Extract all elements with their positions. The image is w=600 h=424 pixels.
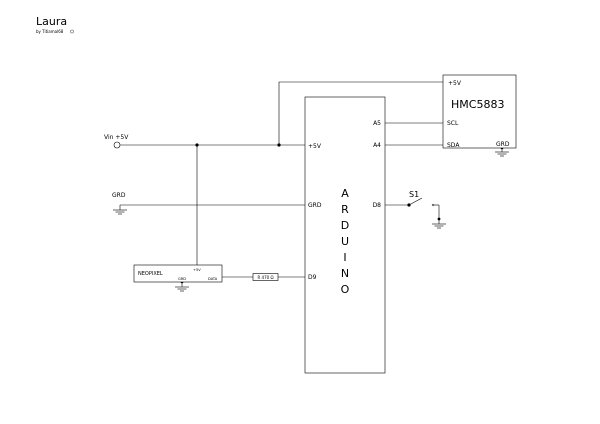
switch-label: S1 — [409, 190, 419, 199]
arduino-pin-d9: D9 — [308, 274, 317, 281]
arduino-pin-5v: +5V — [308, 143, 322, 150]
arduino-letter: A — [341, 187, 349, 200]
neopixel-pin-grd: GRD — [178, 277, 186, 281]
resistor-label: R 470 Ω — [257, 275, 273, 280]
arduino-name: A R D U I N O — [341, 187, 350, 296]
arduino-letter: D — [341, 219, 349, 232]
switch-icon — [408, 197, 435, 207]
neopixel-module — [133, 264, 223, 283]
arduino-pin-a4: A4 — [373, 142, 381, 149]
neopixel-name: NEOPIXEL — [138, 271, 163, 277]
junction-dot — [437, 217, 441, 221]
hmc-pin-sda: SDA — [447, 142, 460, 149]
arduino-letter: N — [341, 267, 349, 280]
vin-label: Vin +5V — [104, 134, 129, 141]
arduino-letter: U — [341, 235, 349, 248]
neopixel-pin-5v: +5V — [193, 268, 201, 272]
hmc-name: HMC5883 — [451, 98, 504, 111]
hmc5883-module — [442, 74, 517, 149]
hmc-pin-scl: SCL — [447, 120, 459, 127]
resistor — [252, 273, 279, 281]
schematic-title: Laura — [36, 15, 67, 28]
hmc-pin-5v: +5V — [448, 80, 462, 87]
grd-node-label: GRD — [112, 192, 126, 199]
ground-icon — [432, 223, 446, 229]
arduino-pin-d8: D8 — [373, 202, 382, 209]
ground-icon — [175, 286, 189, 292]
junction-dot — [195, 143, 199, 147]
ground-icon — [113, 209, 127, 215]
arduino-pin-a5: A5 — [373, 120, 381, 127]
hmc-pin-grd: GRD — [496, 141, 510, 148]
arduino-pin-grd: GRD — [308, 202, 322, 209]
arduino-letter: I — [343, 251, 346, 264]
schematic-byline: by Titiamal68 — [36, 29, 64, 34]
arduino-letter: O — [341, 283, 350, 296]
ground-icon — [495, 151, 509, 157]
vin-terminal-icon — [113, 141, 121, 149]
arduino-board — [304, 96, 386, 374]
arduino-letter: R — [341, 203, 349, 216]
neopixel-pin-data: DATA — [208, 277, 218, 281]
junction-dot — [277, 143, 281, 147]
wire-hmc-5v — [278, 81, 443, 145]
cc-icon — [70, 29, 74, 34]
